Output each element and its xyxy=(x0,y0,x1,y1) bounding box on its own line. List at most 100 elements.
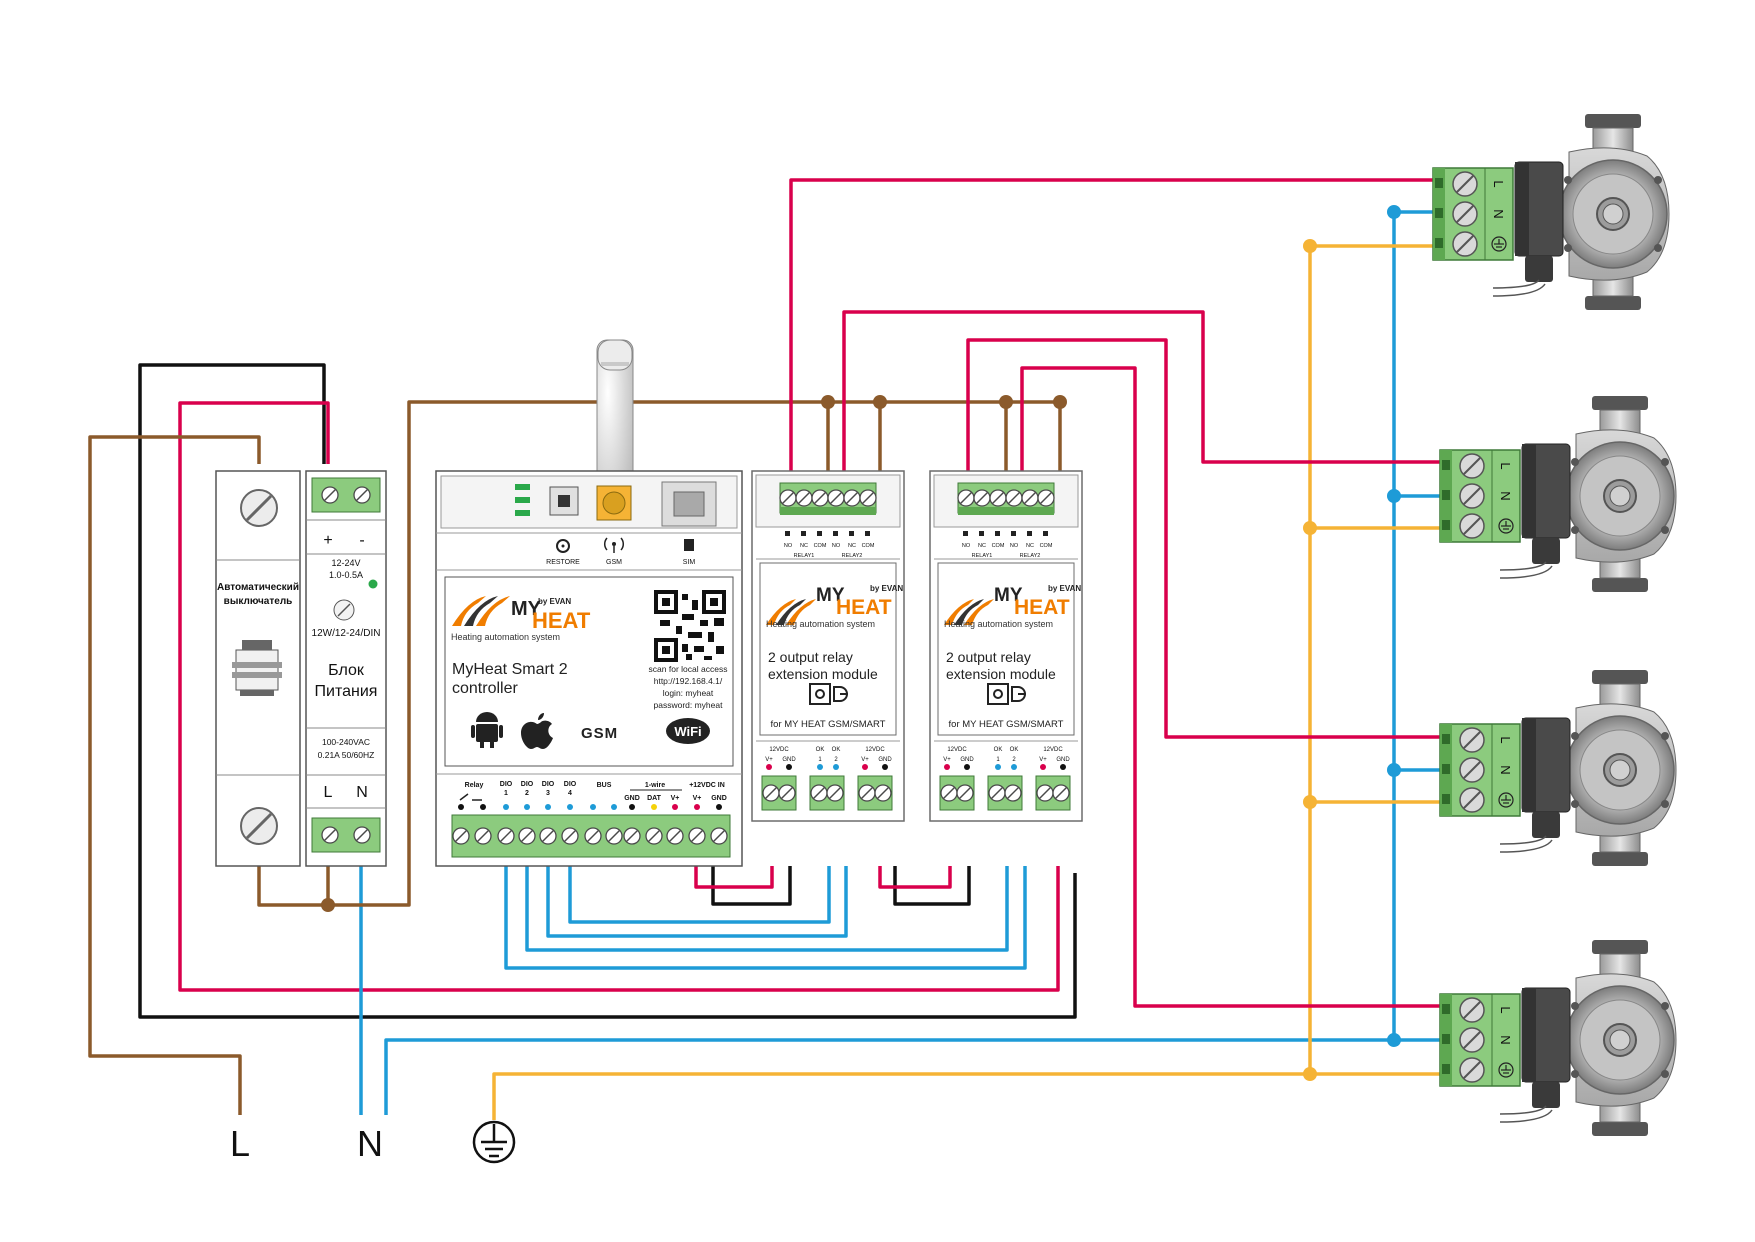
psu-screw-plus xyxy=(321,486,339,504)
m2-footer: for MY HEAT GSM/SMART xyxy=(949,719,1064,730)
relay-module-2: NO NC COM NO NC COM RELAY1 RELAY2 MY HEA… xyxy=(930,471,1082,821)
pump4-n-label: N xyxy=(1498,1035,1513,1044)
wire-blue-dio1 xyxy=(504,866,1027,970)
m2-logo-heat: HEAT xyxy=(1014,596,1070,619)
psu-name-line1: Блок xyxy=(328,662,365,679)
restore-icon xyxy=(556,539,570,553)
m2-relay1-label: RELAY1 xyxy=(972,553,993,559)
wire-red-psu-positive xyxy=(178,401,1060,992)
pin-gnd-in-label: GND xyxy=(711,795,727,802)
breaker-label-line1: Автоматический xyxy=(217,582,299,593)
m1-gnd-left: GND xyxy=(782,757,796,763)
wires xyxy=(88,178,1440,1120)
pin-vin-label: +12VDC IN xyxy=(689,782,725,789)
power-supply: + - 12-24V 1.0-0.5A 12W/12-24/DIN Блок П… xyxy=(305,470,387,867)
m1-12vdc-right: 12VDC xyxy=(865,747,885,753)
m2-gnd-left: GND xyxy=(960,757,974,763)
pin-vplus-1wire-label: V+ xyxy=(671,795,680,802)
wire-phase-feed xyxy=(88,435,261,1115)
restore-label: RESTORE xyxy=(546,559,580,566)
m1-no-1: NO xyxy=(784,543,793,549)
m1-logo-my: MY xyxy=(816,585,845,606)
breaker-bottom-screw xyxy=(239,806,279,846)
psu-screw-l xyxy=(321,826,339,844)
myheat-controller: RESTORE GSM SIM MY HEAT by EVAN Heating … xyxy=(435,339,743,867)
android-icon xyxy=(471,712,503,748)
m1-input-2: 2 xyxy=(834,757,838,763)
m2-no-1: NO xyxy=(962,543,971,549)
m1-input-1: 1 xyxy=(818,757,822,763)
m1-12vdc-left: 12VDC xyxy=(769,747,789,753)
qr-code[interactable] xyxy=(654,590,726,662)
m2-nc-2: NC xyxy=(1026,543,1034,549)
wire-blue-dio4 xyxy=(568,866,831,924)
psu-minus-label: - xyxy=(359,532,364,549)
m1-nc-2: NC xyxy=(848,543,856,549)
psu-input-voltage: 100-240VAC xyxy=(322,737,370,747)
controller-title-line1: MyHeat Smart 2 xyxy=(452,661,568,678)
wifi-logo: WiFi xyxy=(666,718,710,744)
psu-terminal-l-label: L xyxy=(324,784,333,801)
pin-dio3-number: 3 xyxy=(546,790,550,797)
psu-spec-current: 1.0-0.5A xyxy=(329,570,363,580)
m1-relay1-label: RELAY1 xyxy=(794,553,815,559)
myheat-logo-mark xyxy=(452,596,510,626)
wire-phase-breaker-out xyxy=(257,400,1062,907)
pump1-l-label: L xyxy=(1491,180,1506,187)
m1-vplus-left: V+ xyxy=(765,757,773,763)
wifi-logo-text: WiFi xyxy=(674,724,701,739)
m1-nc-1: NC xyxy=(800,543,808,549)
wire-relay2-no-pump2 xyxy=(842,310,1440,471)
pump-3: L N xyxy=(1440,670,1676,866)
wire-relay1-no-pump1 xyxy=(789,178,1433,471)
m1-title-line2: extension module xyxy=(768,666,878,682)
logo-my: MY xyxy=(511,598,542,620)
m2-input-2: 2 xyxy=(1012,757,1016,763)
m2-vplus-right: V+ xyxy=(1039,757,1047,763)
wire-relay3-no-pump3 xyxy=(966,338,1440,739)
m1-com-2: COM xyxy=(862,543,875,549)
m1-logo-heat: HEAT xyxy=(836,596,892,619)
sim-label: SIM xyxy=(683,559,696,566)
m2-12vdc-right: 12VDC xyxy=(1043,747,1063,753)
m1-footer: for MY HEAT GSM/SMART xyxy=(771,719,886,730)
pin-onewire-label: 1-wire xyxy=(645,782,665,789)
gsm-signal-icon xyxy=(603,537,625,553)
psu-led xyxy=(368,579,378,589)
pin-dio2-label: DIO xyxy=(521,781,534,788)
psu-spec-model: 12W/12-24/DIN xyxy=(312,628,381,639)
pump-4: L N xyxy=(1440,940,1676,1136)
scan-line3: login: myheat xyxy=(663,688,714,698)
pump4-l-label: L xyxy=(1498,1006,1513,1013)
pin-dio4-number: 4 xyxy=(568,790,572,797)
wire-relay4-no-pump4 xyxy=(1020,366,1440,1008)
wire-junctions xyxy=(321,205,1401,1081)
m2-title-line2: extension module xyxy=(946,666,1056,682)
circuit-breaker: Автоматический выключатель xyxy=(215,470,301,867)
pump-1: L N xyxy=(1433,114,1669,310)
m2-vplus-left: V+ xyxy=(943,757,951,763)
m2-logo-by-evan: by EVAN xyxy=(1048,584,1081,593)
apple-icon xyxy=(521,713,553,749)
m1-ok-1: OK xyxy=(816,747,825,753)
m2-nc-1: NC xyxy=(978,543,986,549)
m1-ok-2: OK xyxy=(832,747,841,753)
pin-dio1-number: 1 xyxy=(504,790,508,797)
m2-com-2: COM xyxy=(1040,543,1053,549)
wire-black-module2-gnd xyxy=(893,866,971,906)
psu-terminal-n-label: N xyxy=(356,784,368,801)
pin-dio1-label: DIO xyxy=(500,781,513,788)
wire-red-module1-vplus xyxy=(694,866,774,889)
m2-ok-1: OK xyxy=(994,747,1003,753)
sim-slot[interactable] xyxy=(661,481,717,527)
wire-earth-feed xyxy=(492,1072,1310,1120)
controller-pin-dots xyxy=(458,804,722,810)
breaker-lever[interactable] xyxy=(235,649,279,691)
m2-relay2-label: RELAY2 xyxy=(1020,553,1041,559)
m2-no-2: NO xyxy=(1010,543,1019,549)
pump2-n-label: N xyxy=(1498,491,1513,500)
m2-ok-2: OK xyxy=(1010,747,1019,753)
pin-dio4-label: DIO xyxy=(564,781,577,788)
tagline: Heating automation system xyxy=(451,632,560,642)
psu-name-line2: Питания xyxy=(315,683,378,700)
